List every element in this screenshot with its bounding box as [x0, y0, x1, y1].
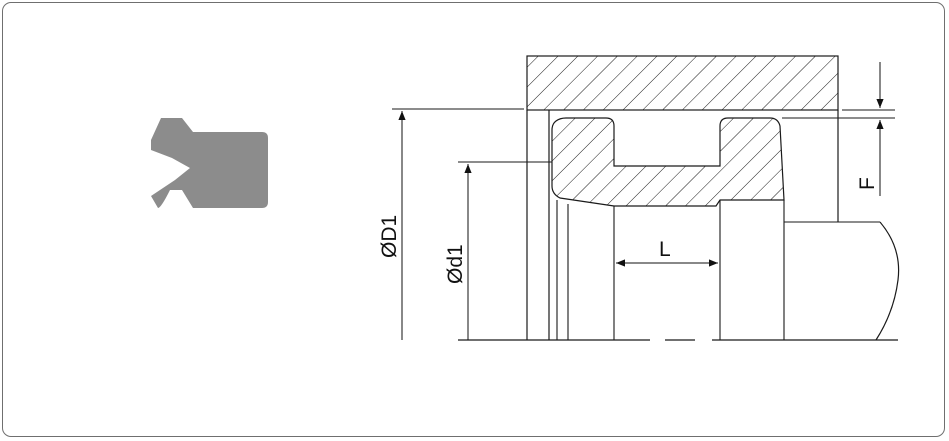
seal-inner-lines [556, 200, 880, 340]
rod-end-break [875, 221, 900, 341]
length-label: L [659, 238, 671, 261]
housing-top [526, 55, 839, 111]
offset-label: F [856, 177, 879, 190]
seal-profile-shape [151, 118, 268, 208]
inner-diameter-label: Ød1 [444, 244, 467, 284]
extension-lines [392, 108, 895, 163]
outer-diameter-label: ØD1 [378, 215, 401, 258]
housing-walls [526, 110, 839, 340]
seal-left-lip [551, 117, 785, 207]
